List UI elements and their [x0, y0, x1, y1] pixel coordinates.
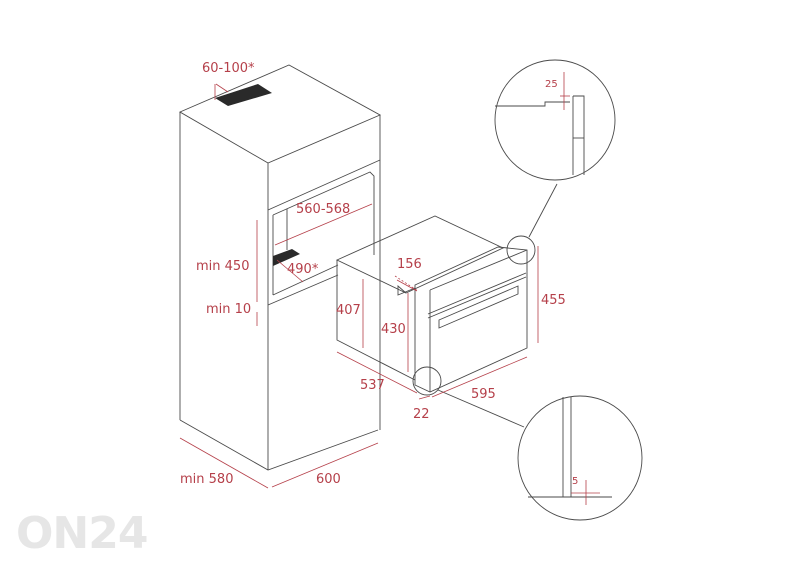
label-top-recess: 156 — [397, 257, 422, 272]
tall-cabinet — [179, 64, 382, 471]
label-cabinet-depth: min 580 — [180, 472, 234, 487]
label-niche-vent: 490* — [287, 262, 319, 277]
label-front-thickness: 22 — [413, 407, 430, 422]
top-vent-opening — [215, 84, 272, 106]
detail-top — [494, 59, 616, 181]
detail-bottom — [517, 395, 643, 521]
label-front-width: 595 — [471, 387, 496, 402]
label-bottom-gap: min 10 — [206, 302, 252, 317]
label-vent-gap: 60-100* — [202, 61, 255, 76]
label-detail-top-gap: 25 — [545, 79, 558, 90]
watermark-logo: ON24 — [16, 508, 148, 559]
dimension-lines — [179, 83, 539, 489]
label-side-height-back: 407 — [336, 303, 361, 318]
label-side-height-front: 430 — [381, 322, 406, 337]
label-niche-height: min 450 — [196, 259, 250, 274]
label-cabinet-width: 600 — [316, 472, 341, 487]
label-front-height: 455 — [541, 293, 566, 308]
label-niche-width: 560-568 — [296, 202, 351, 217]
niche-vent-opening — [273, 249, 300, 266]
oven — [335, 183, 558, 428]
label-depth: 537 — [360, 378, 385, 393]
label-detail-bottom-gap: 5 — [572, 476, 579, 487]
